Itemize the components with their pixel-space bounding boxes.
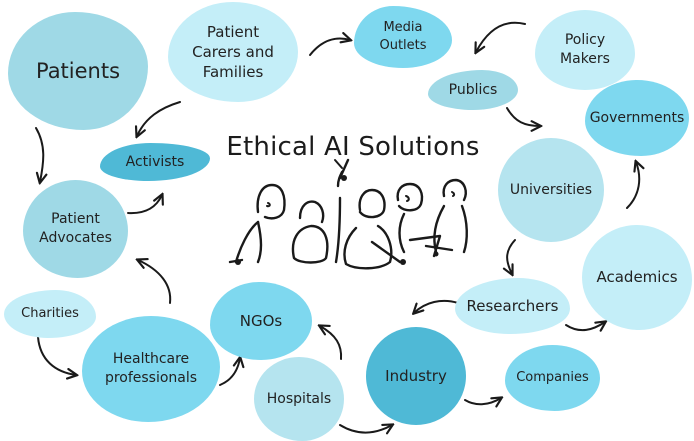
arrow-policy-to-publics (476, 21, 526, 52)
node-governments-label: Governments (589, 109, 685, 126)
node-researchers-label: Researchers (466, 296, 559, 315)
diagram-title: Ethical AI Solutions (226, 132, 480, 162)
node-universities: Universities (498, 138, 604, 242)
arrow-publics-to-universities (506, 107, 540, 126)
arrow-researchers-to-academics (565, 322, 605, 330)
node-media-label: Media Outlets (379, 20, 427, 53)
arrow-charities-to-healthcare (37, 336, 76, 375)
node-patients-label: Patients (35, 58, 121, 83)
node-activists-label: Activists (125, 153, 185, 170)
node-universities-label: Universities (509, 181, 593, 198)
arrow-hospitals-to-industry (339, 425, 392, 433)
node-hospitals-label: Hospitals (266, 390, 332, 407)
arrow-healthcare-to-advocates (138, 260, 172, 304)
node-healthcare-label: Healthcare professionals (104, 351, 198, 386)
node-companies-label: Companies (516, 370, 589, 386)
node-carers-label: Patient Carers and Families (192, 22, 274, 82)
node-patient-advocates: Patient Advocates (23, 180, 128, 278)
arrow-advocates-to-activists (127, 195, 162, 215)
node-publics-label: Publics (448, 81, 498, 98)
node-patient-carers-and-families: Patient Carers and Families (168, 2, 298, 102)
node-publics: Publics (428, 70, 518, 110)
arrow-patients-to-advocates (35, 127, 43, 182)
node-healthcare-professionals: Healthcare professionals (82, 316, 220, 422)
arrow-carers-to-activists (137, 101, 181, 136)
node-industry-label: Industry (385, 366, 447, 385)
node-academics-label: Academics (596, 268, 678, 287)
node-ngos-label: NGOs (239, 311, 283, 330)
node-hospitals: Hospitals (254, 357, 344, 441)
node-patients: Patients (8, 12, 148, 130)
node-media-outlets: Media Outlets (354, 6, 452, 68)
arrow-hospitals-to-ngos (320, 326, 343, 360)
arrow-healthcare-to-ngos (219, 358, 240, 386)
arrow-universities-to-researchers (507, 239, 516, 274)
node-governments: Governments (585, 80, 689, 156)
node-policy-makers: Policy Makers (535, 10, 635, 90)
node-policy-label: Policy Makers (560, 32, 610, 67)
arrow-universities-to-governments (626, 162, 639, 209)
node-ngos: NGOs (210, 282, 312, 360)
arrow-industry-to-companies (464, 398, 501, 404)
arrow-carers-to-media (309, 39, 350, 56)
arrow-researchers-to-industry (414, 299, 459, 313)
node-researchers: Researchers (455, 278, 570, 334)
node-academics: Academics (582, 225, 692, 330)
node-charities-label: Charities (21, 306, 79, 322)
node-advocates-label: Patient Advocates (39, 211, 112, 246)
node-charities: Charities (4, 290, 96, 338)
node-companies: Companies (505, 345, 600, 411)
node-industry: Industry (366, 327, 466, 425)
